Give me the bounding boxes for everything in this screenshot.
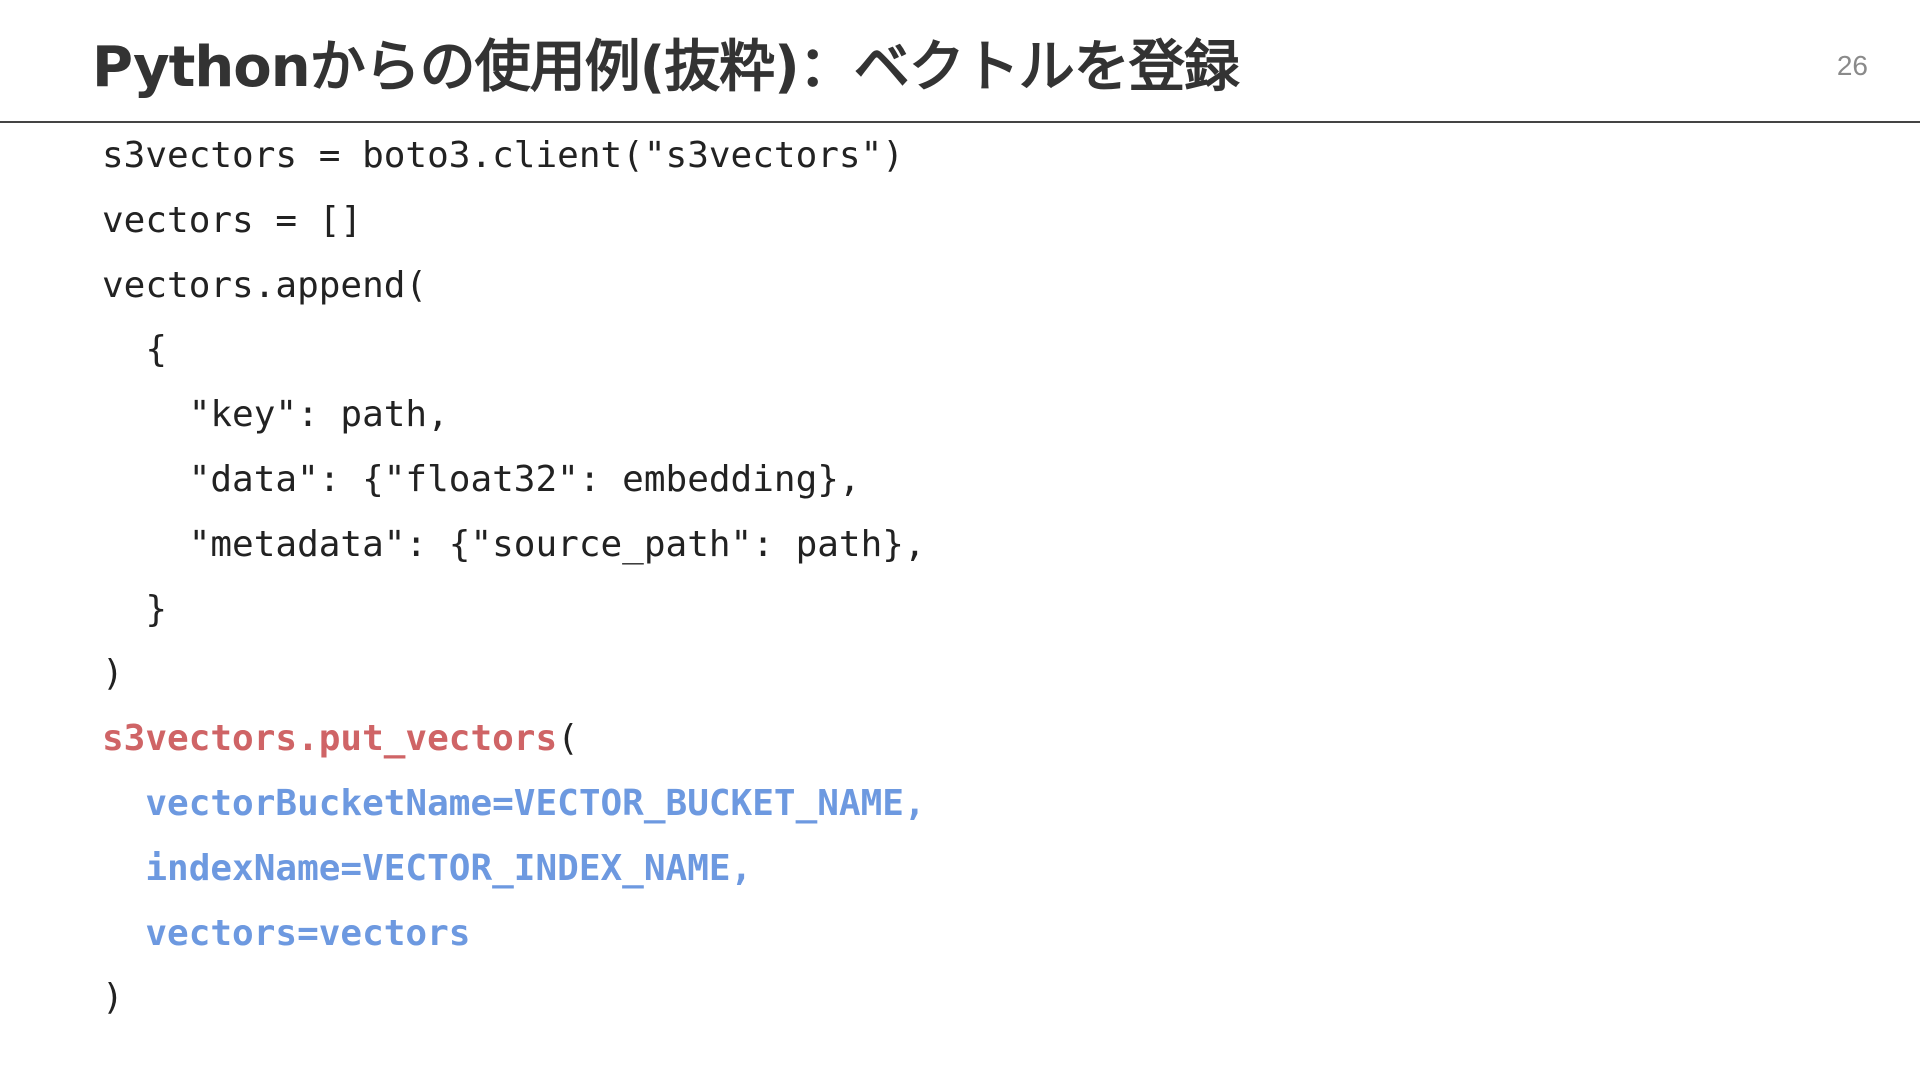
code-text: ) (102, 653, 124, 695)
code-line: "metadata": {"source_path": path}, (102, 517, 926, 582)
code-line: ) (102, 646, 926, 711)
put-vectors-call: s3vectors.put_vectors (102, 718, 558, 760)
slide-header: Pythonからの使用例(抜粋)：ベクトルを登録 26 (0, 0, 1920, 123)
code-text: } (102, 588, 168, 630)
code-line: } (102, 582, 926, 647)
code-line: vectors=vectors (102, 906, 926, 971)
code-line: "key": path, (102, 387, 926, 452)
code-line: vectors.append( (102, 258, 926, 323)
code-line: s3vectors = boto3.client("s3vectors") (102, 128, 926, 193)
code-keyword-arg: vectorBucketName=VECTOR_BUCKET_NAME, (102, 782, 926, 824)
code-line: indexName=VECTOR_INDEX_NAME, (102, 841, 926, 906)
code-text: "metadata": {"source_path": path}, (102, 523, 926, 565)
code-text: ) (102, 977, 124, 1019)
slide-title: Pythonからの使用例(抜粋)：ベクトルを登録 (92, 35, 1240, 100)
code-paren: ( (557, 718, 579, 760)
code-line: { (102, 322, 926, 387)
code-text: vectors.append( (102, 264, 428, 306)
code-line: ) (102, 970, 926, 1035)
code-line: vectors = [] (102, 193, 926, 258)
code-block: s3vectors = boto3.client("s3vectors") ve… (102, 128, 926, 1035)
code-line: "data": {"float32": embedding}, (102, 452, 926, 517)
code-keyword-arg: indexName=VECTOR_INDEX_NAME, (102, 847, 753, 889)
code-keyword-arg: vectors=vectors (102, 912, 471, 954)
code-text: vectors = [] (102, 199, 363, 241)
code-text: "data": {"float32": embedding}, (102, 458, 861, 500)
page-number: 26 (1836, 50, 1868, 81)
code-text: s3vectors = boto3.client("s3vectors") (102, 135, 904, 176)
code-line: vectorBucketName=VECTOR_BUCKET_NAME, (102, 776, 926, 841)
code-line-put-vectors: s3vectors.put_vectors( (102, 711, 926, 776)
code-text: "key": path, (102, 394, 449, 436)
code-text: { (102, 329, 168, 371)
